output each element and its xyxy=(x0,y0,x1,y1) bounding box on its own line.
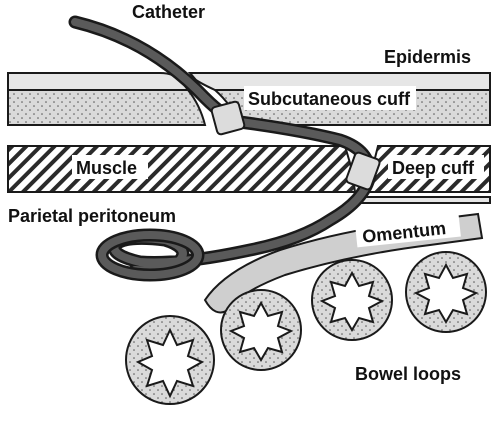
bowel-loop xyxy=(125,315,215,405)
label-muscle: Muscle xyxy=(76,158,137,178)
bowel-loop xyxy=(405,251,487,333)
label-deep-cuff: Deep cuff xyxy=(392,158,475,178)
parietal-peritoneum-layer xyxy=(8,196,491,204)
label-epidermis: Epidermis xyxy=(384,47,471,67)
bowel-loop xyxy=(311,259,393,341)
label-bowel-loops: Bowel loops xyxy=(355,364,461,384)
bowel-loops xyxy=(125,251,487,405)
label-parietal-peritoneum: Parietal peritoneum xyxy=(8,206,176,226)
label-subcutaneous-cuff: Subcutaneous cuff xyxy=(248,89,411,109)
deep-cuff xyxy=(345,151,381,191)
subcutaneous-cuff xyxy=(210,100,246,136)
bowel-loop xyxy=(220,289,302,371)
label-catheter: Catheter xyxy=(132,2,205,22)
